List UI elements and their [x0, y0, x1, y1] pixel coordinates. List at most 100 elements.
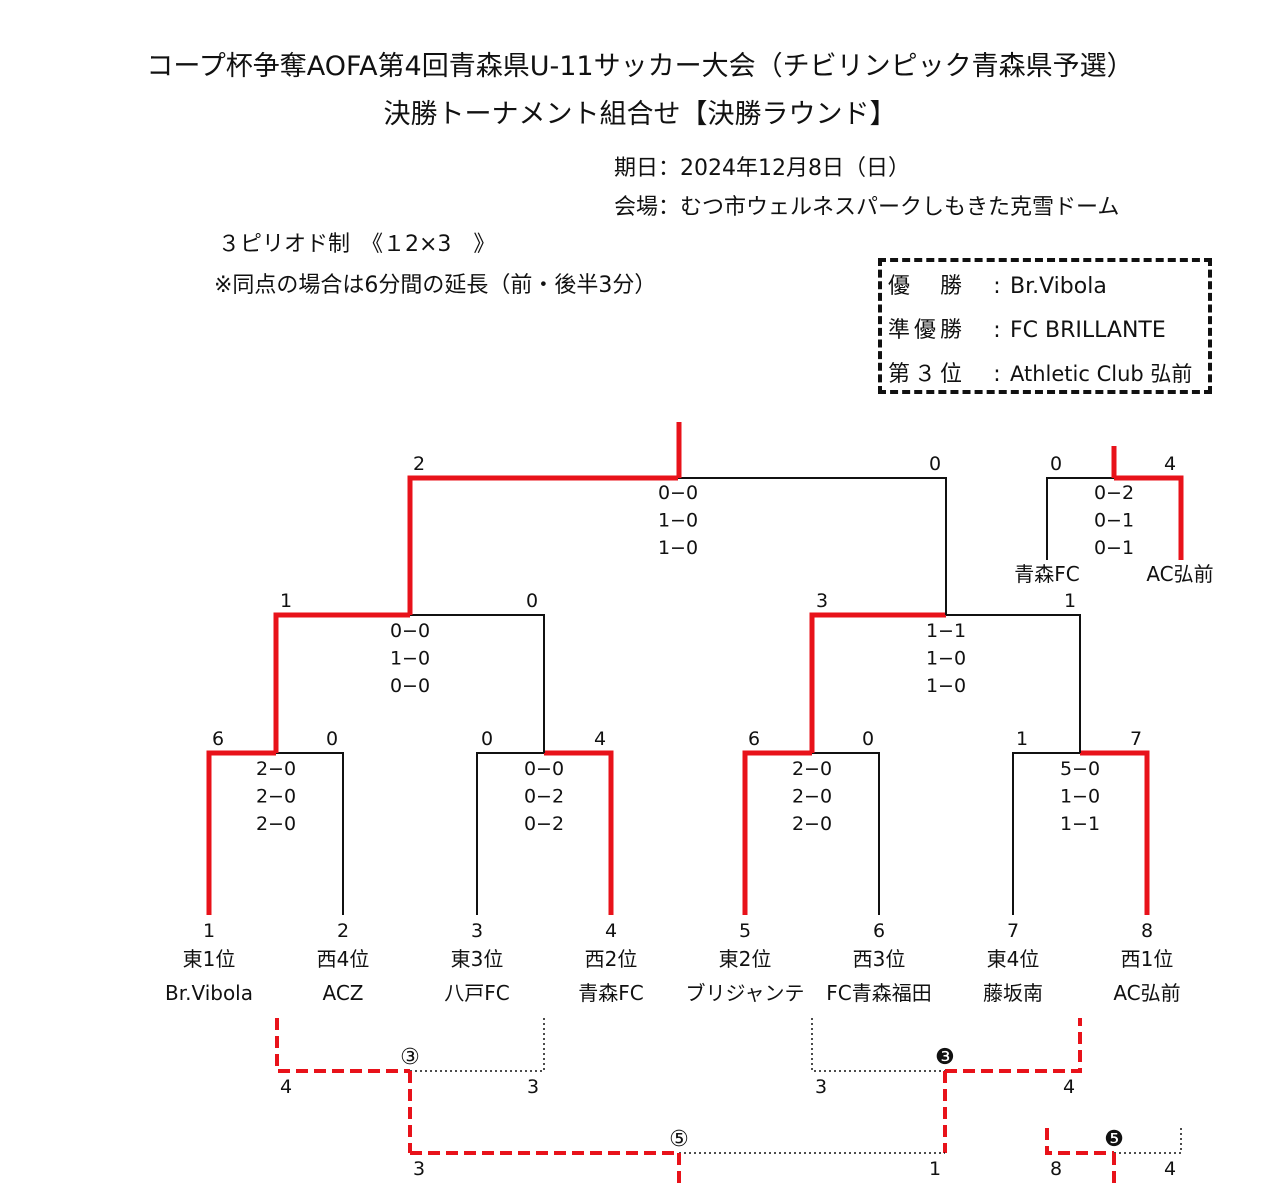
qf2-right-score: 4: [594, 728, 606, 750]
period-format: ３ピリオド制 《１2×3 》: [218, 232, 496, 257]
team-seed: 東2位: [719, 947, 772, 971]
qf1-right-line: [276, 752, 344, 915]
sf2-period-score: 1−0: [926, 675, 966, 697]
qf1-period-score: 2−0: [256, 758, 296, 780]
team-name: 青森FC: [578, 981, 643, 1005]
result-runner-up: 準優勝: FC BRILLANTE: [888, 312, 1166, 344]
qf2-period-score: 0−0: [524, 758, 564, 780]
team-seed: 西2位: [585, 947, 638, 971]
qf1-period-score: 2−0: [256, 813, 296, 835]
qf4-period-score: 1−1: [1060, 813, 1100, 835]
final-period-score: 0−0: [658, 482, 698, 504]
sf2-right-line: [946, 614, 1081, 753]
third-place-period-score: 0−2: [1094, 482, 1134, 504]
team-number: 1: [203, 920, 215, 942]
sf1-period-score: 0−0: [390, 675, 430, 697]
sf2-period-score: 1−1: [926, 620, 966, 642]
team-number: 6: [873, 920, 885, 942]
placement-5-right-score: 1: [929, 1158, 941, 1180]
team-number: 2: [337, 920, 349, 942]
qf1-left-line: [206, 750, 276, 915]
team-seed: 東1位: [183, 947, 236, 971]
team-number: 7: [1007, 920, 1019, 942]
team-number: 5: [739, 920, 751, 942]
placement-3b-mark: ❸: [935, 1045, 955, 1070]
event-date: 期日：2024年12月8日（日）: [614, 156, 910, 181]
event-venue: 会場：むつ市ウェルネスパークしもきた克雪ドーム: [614, 195, 1120, 220]
qf4-period-score: 1−0: [1060, 786, 1100, 808]
qf3-right-score: 0: [862, 728, 874, 750]
team-seed: 西4位: [317, 947, 370, 971]
qf2-period-score: 0−2: [524, 813, 564, 835]
sf1-period-score: 0−0: [390, 620, 430, 642]
team-seed: 東4位: [987, 947, 1040, 971]
colon: :: [993, 274, 1001, 299]
team-name: ブリジャンテ: [686, 981, 805, 1005]
placement-5b-mark: ❺: [1104, 1127, 1124, 1152]
third-name: Athletic Club 弘前: [1010, 362, 1193, 386]
qf1-period-score: 2−0: [256, 786, 296, 808]
qf3-right-line: [812, 752, 880, 915]
team-name: 藤坂南: [983, 981, 1043, 1005]
sf1-right-score: 0: [526, 590, 538, 612]
qf3-period-score: 2−0: [792, 786, 832, 808]
sf2-left-line: [809, 612, 946, 753]
placement-3-mark: ③: [400, 1045, 420, 1070]
qf4-left-line: [1012, 752, 1080, 915]
runner-up-name: FC BRILLANTE: [1010, 318, 1166, 343]
third-place-period-score: 0−1: [1094, 537, 1134, 559]
placement-5b-left-line: [1045, 1128, 1114, 1155]
placement-3-right-score: 3: [527, 1076, 539, 1098]
team-seed: 西3位: [853, 947, 906, 971]
overtime-note: ※同点の場合は6分間の延長（前・後半3分）: [214, 273, 657, 298]
colon: :: [993, 362, 1001, 387]
sf2-period-score: 1−0: [926, 648, 966, 670]
runner-up-label: 準優勝: [888, 318, 967, 343]
qf1-left-score: 6: [212, 728, 224, 750]
sf1-left-line: [273, 612, 410, 753]
team-seed: 西1位: [1121, 947, 1174, 971]
qf1-right-score: 0: [326, 728, 338, 750]
final-left-score: 2: [413, 453, 425, 475]
sf1-period-score: 1−0: [390, 648, 430, 670]
qf2-left-score: 0: [481, 728, 493, 750]
page-subtitle: 決勝トーナメント組合せ【決勝ラウンド】: [383, 99, 897, 130]
qf3-period-score: 2−0: [792, 813, 832, 835]
third-place-left-score: 0: [1050, 453, 1062, 475]
placement-5b-left-score: 8: [1050, 1158, 1062, 1180]
results-box: 優 勝:Br.Vibola 準優勝:FC BRILLANTE 第３位:Athle…: [878, 258, 1212, 394]
placement-3b-right-score: 4: [1063, 1076, 1075, 1098]
final-period-score: 1−0: [658, 510, 698, 532]
qf3-period-score: 2−0: [792, 758, 832, 780]
team-name: 八戸FC: [444, 981, 509, 1005]
sf1-right-line: [410, 614, 545, 753]
third-label: 第３位: [888, 362, 967, 387]
placement-3b-left-line: [811, 1018, 945, 1072]
third-place-left-line: [1046, 477, 1114, 560]
placement-5-mark: ⑤: [669, 1127, 689, 1152]
qf3-left-score: 6: [748, 728, 760, 750]
qf4-period-score: 5−0: [1060, 758, 1100, 780]
team-name: ACZ: [323, 981, 364, 1005]
team-name: Br.Vibola: [165, 981, 253, 1005]
team-number: 3: [471, 920, 483, 942]
colon: :: [993, 318, 1001, 343]
team-number: 8: [1141, 920, 1153, 942]
placement-3b-right-line: [945, 1018, 1082, 1073]
placement-3-left-line: [275, 1018, 410, 1073]
qf3-left-line: [742, 750, 812, 915]
qf4-right-line: [1080, 750, 1150, 915]
final-right-line: [678, 477, 947, 615]
team-seed: 東3位: [451, 947, 504, 971]
placement-3-left-score: 4: [280, 1076, 292, 1098]
team-name: FC青森福田: [826, 981, 931, 1005]
placement-5-left-score: 3: [413, 1158, 425, 1180]
sf1-left-score: 1: [280, 590, 292, 612]
team-name: AC弘前: [1113, 981, 1180, 1005]
placement-3-right-line: [410, 1018, 545, 1072]
third-place-right-score: 4: [1164, 453, 1176, 475]
final-period-score: 1−0: [658, 537, 698, 559]
sf2-right-score: 1: [1064, 590, 1076, 612]
winner-name: Br.Vibola: [1010, 274, 1107, 299]
